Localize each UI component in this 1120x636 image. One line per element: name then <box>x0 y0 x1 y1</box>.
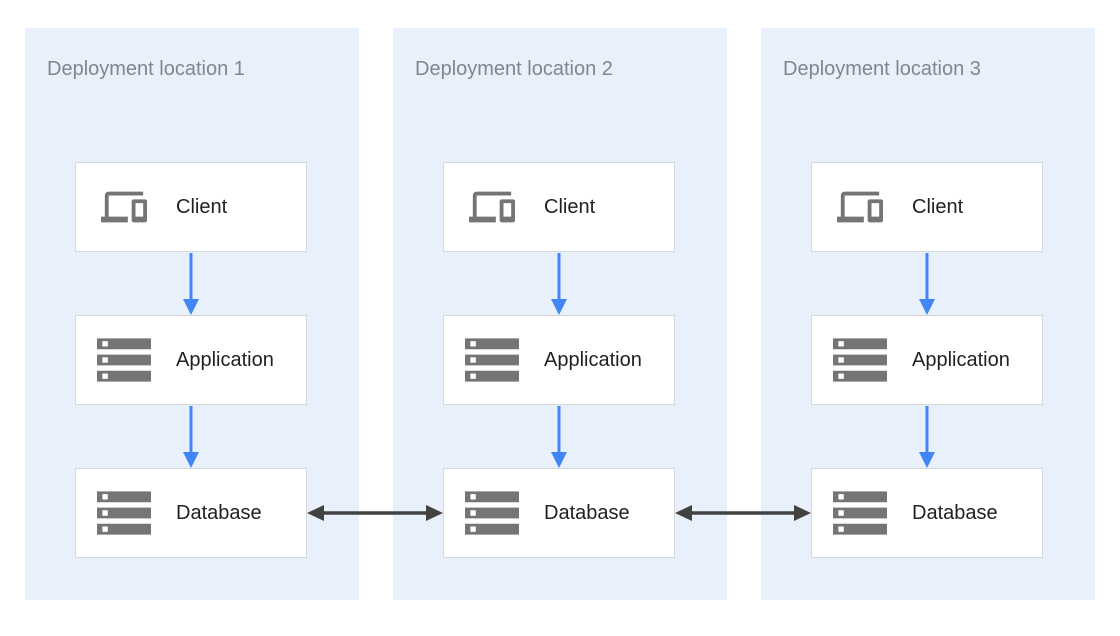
node-application: Application <box>75 315 307 405</box>
node-label: Database <box>912 501 998 524</box>
storage-icon <box>464 487 520 539</box>
panel-deployment-location-1: Deployment location 1 Client Application… <box>25 28 359 600</box>
storage-icon <box>96 487 152 539</box>
node-database: Database <box>443 468 675 558</box>
devices-icon <box>832 184 888 230</box>
devices-icon <box>464 184 520 230</box>
storage-icon <box>832 487 888 539</box>
node-database: Database <box>811 468 1043 558</box>
node-application: Application <box>811 315 1043 405</box>
panel-deployment-location-2: Deployment location 2 Client Application… <box>393 28 727 600</box>
node-client: Client <box>75 162 307 252</box>
node-label: Database <box>176 501 262 524</box>
node-label: Client <box>912 195 964 218</box>
devices-icon <box>96 184 152 230</box>
storage-icon <box>832 334 888 386</box>
node-label: Application <box>176 348 274 371</box>
node-application: Application <box>443 315 675 405</box>
node-label: Client <box>176 195 228 218</box>
node-label: Client <box>544 195 596 218</box>
panel-title: Deployment location 1 <box>47 58 245 80</box>
node-client: Client <box>443 162 675 252</box>
panel-deployment-location-3: Deployment location 3 Client Application… <box>761 28 1095 600</box>
node-label: Database <box>544 501 630 524</box>
node-client: Client <box>811 162 1043 252</box>
panel-title: Deployment location 2 <box>415 58 613 80</box>
node-label: Application <box>912 348 1010 371</box>
node-database: Database <box>75 468 307 558</box>
node-label: Application <box>544 348 642 371</box>
storage-icon <box>96 334 152 386</box>
panel-title: Deployment location 3 <box>783 58 981 80</box>
storage-icon <box>464 334 520 386</box>
